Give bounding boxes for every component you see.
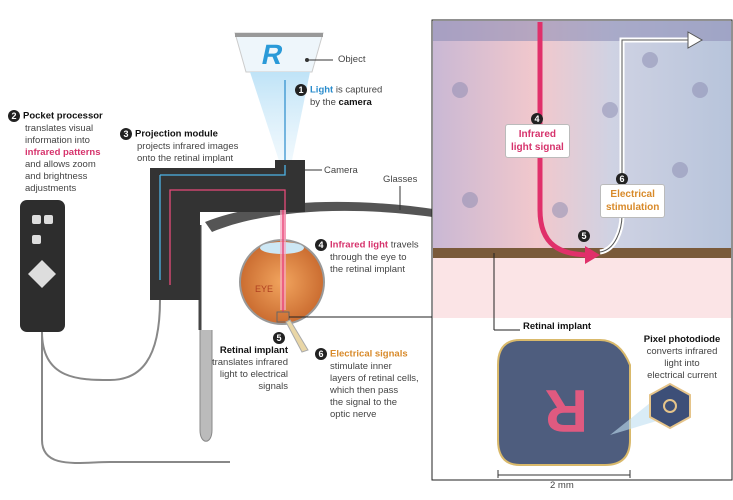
step3-title: Projection module [135, 128, 218, 140]
light-highlight: Light [310, 84, 334, 96]
step1-line1: is captured [333, 84, 383, 96]
step6-line: optic nerve [330, 408, 377, 420]
step1-line2: by the [310, 96, 339, 108]
electrical-stimulation-line: Electrical [610, 189, 655, 200]
infrared-patterns-highlight: infrared patterns [25, 146, 101, 158]
step3-number: 3 [120, 128, 132, 140]
camera-highlight: camera [338, 96, 372, 108]
pocket-processor [20, 200, 230, 464]
step2-line: information into [25, 134, 90, 146]
step5-line: signals [258, 380, 288, 392]
infrared-signal-line: Infrared [518, 129, 556, 140]
object-plate: R [234, 32, 333, 73]
electrical-stimulation-label: Electrical stimulation [600, 184, 666, 218]
step4-line: the retinal implant [330, 263, 405, 275]
step2-number: 2 [8, 110, 20, 122]
light-beam [250, 72, 310, 170]
step5-title: Retinal implant [219, 344, 288, 356]
photodiode-line: converts infrared [646, 346, 718, 357]
step2-line: translates visual [25, 122, 94, 134]
step6-line: layers of retinal cells, [330, 372, 419, 384]
step4-number: 4 [315, 239, 327, 251]
step2-title: Pocket processor [23, 110, 103, 122]
step5-line: light to electrical [219, 368, 288, 380]
step2-line: and allows zoom [25, 158, 96, 170]
retinal-implant-chip: R [497, 339, 691, 478]
detail-step4-number: 4 [531, 113, 543, 125]
step6-line: the signal to the [330, 396, 398, 408]
object-label: Object [338, 54, 366, 65]
detail-step6-number: 6 [616, 173, 628, 185]
scale-label: 2 mm [550, 480, 574, 491]
step5-line: translates infrared [211, 356, 288, 368]
detail-step5-number: 5 [578, 230, 590, 242]
eye [239, 210, 432, 353]
infrared-signal-label: Infrared light signal [505, 124, 570, 158]
step2-line: adjustments [25, 182, 77, 194]
step6-number: 6 [315, 348, 327, 360]
step3-line: projects infrared images [137, 140, 239, 152]
photodiode-text: Pixel photodiode converts infrared light… [636, 334, 728, 382]
svg-text:R: R [545, 377, 588, 444]
step4-line: through the eye to [330, 251, 407, 263]
infrared-signal-line: light signal [511, 142, 564, 153]
step4-line: travels [388, 239, 419, 251]
photodiode-title: Pixel photodiode [643, 334, 721, 345]
photodiode-line: light into [664, 358, 700, 369]
step5-number: 5 [273, 332, 285, 344]
step2-line: and brightness [25, 170, 88, 182]
infrared-light-highlight: Infrared light [330, 239, 389, 251]
retinal-implant-label: Retinal implant [523, 321, 592, 332]
electrical-stimulation-line: stimulation [606, 202, 660, 213]
step6-line: which then pass [330, 384, 399, 396]
eye-label: EYE [255, 284, 274, 294]
step1-number: 1 [295, 84, 307, 96]
step6-line: stimulate inner [330, 360, 392, 372]
electrical-signals-highlight: Electrical signals [330, 348, 408, 360]
camera-label: Camera [324, 165, 358, 176]
step3-line: onto the retinal implant [137, 152, 234, 164]
photodiode-line: electrical current [647, 370, 717, 381]
step5-text: 5 Retinal implant translates infrared li… [200, 332, 288, 393]
glasses-label: Glasses [383, 174, 418, 185]
